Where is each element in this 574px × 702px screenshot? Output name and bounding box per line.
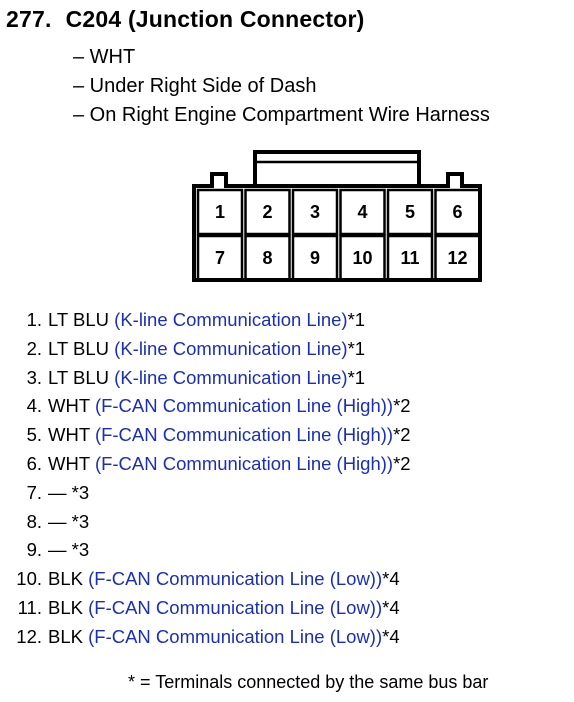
terminal-number: 8.: [26, 510, 42, 532]
terminal-row: 2. LT BLU (K-line Communication Line)*1: [0, 335, 411, 364]
bus-bar-mark: *4: [382, 568, 400, 590]
terminal-cell-label: 9: [309, 247, 320, 268]
terminal-cell-label: 2: [262, 201, 273, 222]
terminal-cell-box: [339, 188, 386, 236]
terminal-row: 11. BLK (F-CAN Communication Line (Low))*…: [0, 594, 411, 623]
terminal-function: (K-line Communication Line): [114, 366, 348, 388]
terminal-number: 3.: [26, 366, 42, 388]
bus-bar-mark: *1: [347, 366, 366, 388]
bus-bar-mark: *4: [382, 625, 400, 647]
terminal-row: 6. WHT (F-CAN Communication Line (High))*…: [0, 450, 411, 479]
terminal-number: 4.: [26, 395, 42, 417]
connector-details: – WHT – Under Right Side of Dash – On Ri…: [73, 43, 490, 130]
bus-bar-mark: *1: [347, 309, 366, 330]
wire-color: WHT: [48, 452, 90, 474]
terminal-cell-box: [291, 188, 339, 236]
bus-bar-mark: *3: [71, 539, 90, 561]
terminal-function: (F-CAN Communication Line (Low)): [88, 596, 383, 618]
terminal-function: (F-CAN Communication Line (Low)): [88, 568, 383, 590]
connector-outline: [192, 150, 482, 282]
terminal-cell-box: [434, 234, 481, 282]
terminal-cell-box: [196, 234, 244, 282]
terminal-cell-label: 7: [214, 247, 225, 268]
bus-bar-mark: *2: [393, 452, 411, 474]
wire-color: —: [48, 510, 67, 532]
terminal-cell-box: [386, 188, 434, 236]
footnote: * = Terminals connected by the same bus …: [128, 672, 489, 692]
wire-color: LT BLU: [48, 366, 110, 388]
terminal-cell-label: 10: [352, 247, 373, 268]
terminal-function: (F-CAN Communication Line (High)): [94, 452, 394, 474]
terminal-number: 12.: [16, 625, 42, 647]
wire-color: BLK: [48, 568, 83, 590]
wire-color: WHT: [48, 424, 90, 446]
terminal-cell-box: [434, 188, 481, 236]
bus-bar-mark: *2: [393, 395, 411, 417]
terminal-row: 4. WHT (F-CAN Communication Line (High))*…: [0, 392, 411, 421]
terminal-number: 5.: [26, 424, 42, 446]
terminal-cell-box: [386, 234, 434, 282]
terminal-number: 9.: [26, 539, 42, 561]
terminal-row: 8. — *3: [0, 508, 411, 537]
terminal-number: 6.: [26, 452, 42, 474]
connector-title: C204 (Junction Connector): [65, 6, 365, 32]
bus-bar-mark: *3: [71, 481, 90, 503]
connector-number: 277.: [6, 6, 52, 32]
terminal-number: 11.: [17, 596, 42, 618]
bus-bar-mark: *2: [393, 424, 411, 446]
terminal-cell-label: 3: [309, 201, 320, 222]
wire-color: BLK: [48, 625, 83, 647]
bus-bar-mark: *4: [382, 596, 400, 618]
wire-color: LT BLU: [48, 309, 110, 330]
terminal-cell-box: [339, 234, 386, 282]
terminal-number: 7.: [26, 481, 42, 503]
wire-color: —: [48, 481, 67, 503]
terminal-cell-box: [244, 234, 291, 282]
terminal-cell-label: 1: [214, 201, 225, 222]
terminal-cell-label: 11: [400, 247, 420, 268]
terminal-cell-label: 8: [262, 247, 273, 268]
terminal-row: 10. BLK (F-CAN Communication Line (Low))*…: [0, 565, 411, 594]
terminal-number: 10.: [16, 568, 42, 590]
terminal-number: 2.: [26, 337, 42, 359]
terminal-row: 3. LT BLU (K-line Communication Line)*1: [0, 364, 411, 393]
detail-color: – WHT: [73, 46, 136, 68]
terminal-row: 7. — *3: [0, 479, 411, 508]
wire-color: WHT: [48, 395, 90, 417]
connector-latch: [253, 150, 421, 188]
terminal-row: 9. — *3: [0, 536, 411, 565]
wire-color: BLK: [48, 596, 83, 618]
terminal-function: (F-CAN Communication Line (High)): [94, 424, 394, 446]
terminal-cell-box: [196, 188, 244, 236]
terminal-row: 1. LT BLU (K-line Communication Line)*1: [0, 306, 411, 335]
terminal-cell-label: 6: [452, 201, 463, 222]
terminal-cells: [196, 188, 481, 282]
detail-harness: – On Right Engine Compartment Wire Harne…: [73, 104, 490, 126]
terminal-cell-box: [244, 188, 291, 236]
wire-color: —: [48, 539, 67, 561]
terminal-function: (F-CAN Communication Line (Low)): [88, 625, 383, 647]
wire-color: LT BLU: [48, 337, 110, 359]
bus-bar-mark: *1: [347, 337, 366, 359]
terminal-function: (F-CAN Communication Line (High)): [94, 395, 394, 417]
detail-location: – Under Right Side of Dash: [73, 75, 317, 97]
terminal-number: 1.: [26, 309, 42, 330]
terminal-cell-box: [291, 234, 339, 282]
terminal-function: (K-line Communication Line): [114, 337, 348, 359]
terminal-cell-label: 5: [404, 201, 415, 222]
terminal-row: 5. WHT (F-CAN Communication Line (High))*…: [0, 421, 411, 450]
page-title: 277. C204 (Junction Connector): [6, 6, 365, 33]
bus-bar-mark: *3: [71, 510, 90, 532]
terminal-row: 12. BLK (F-CAN Communication Line (Low))*…: [0, 623, 411, 652]
terminal-cell-label: 4: [357, 201, 368, 222]
terminal-cell-label: 12: [447, 247, 468, 268]
terminal-function: (K-line Communication Line): [114, 309, 348, 330]
